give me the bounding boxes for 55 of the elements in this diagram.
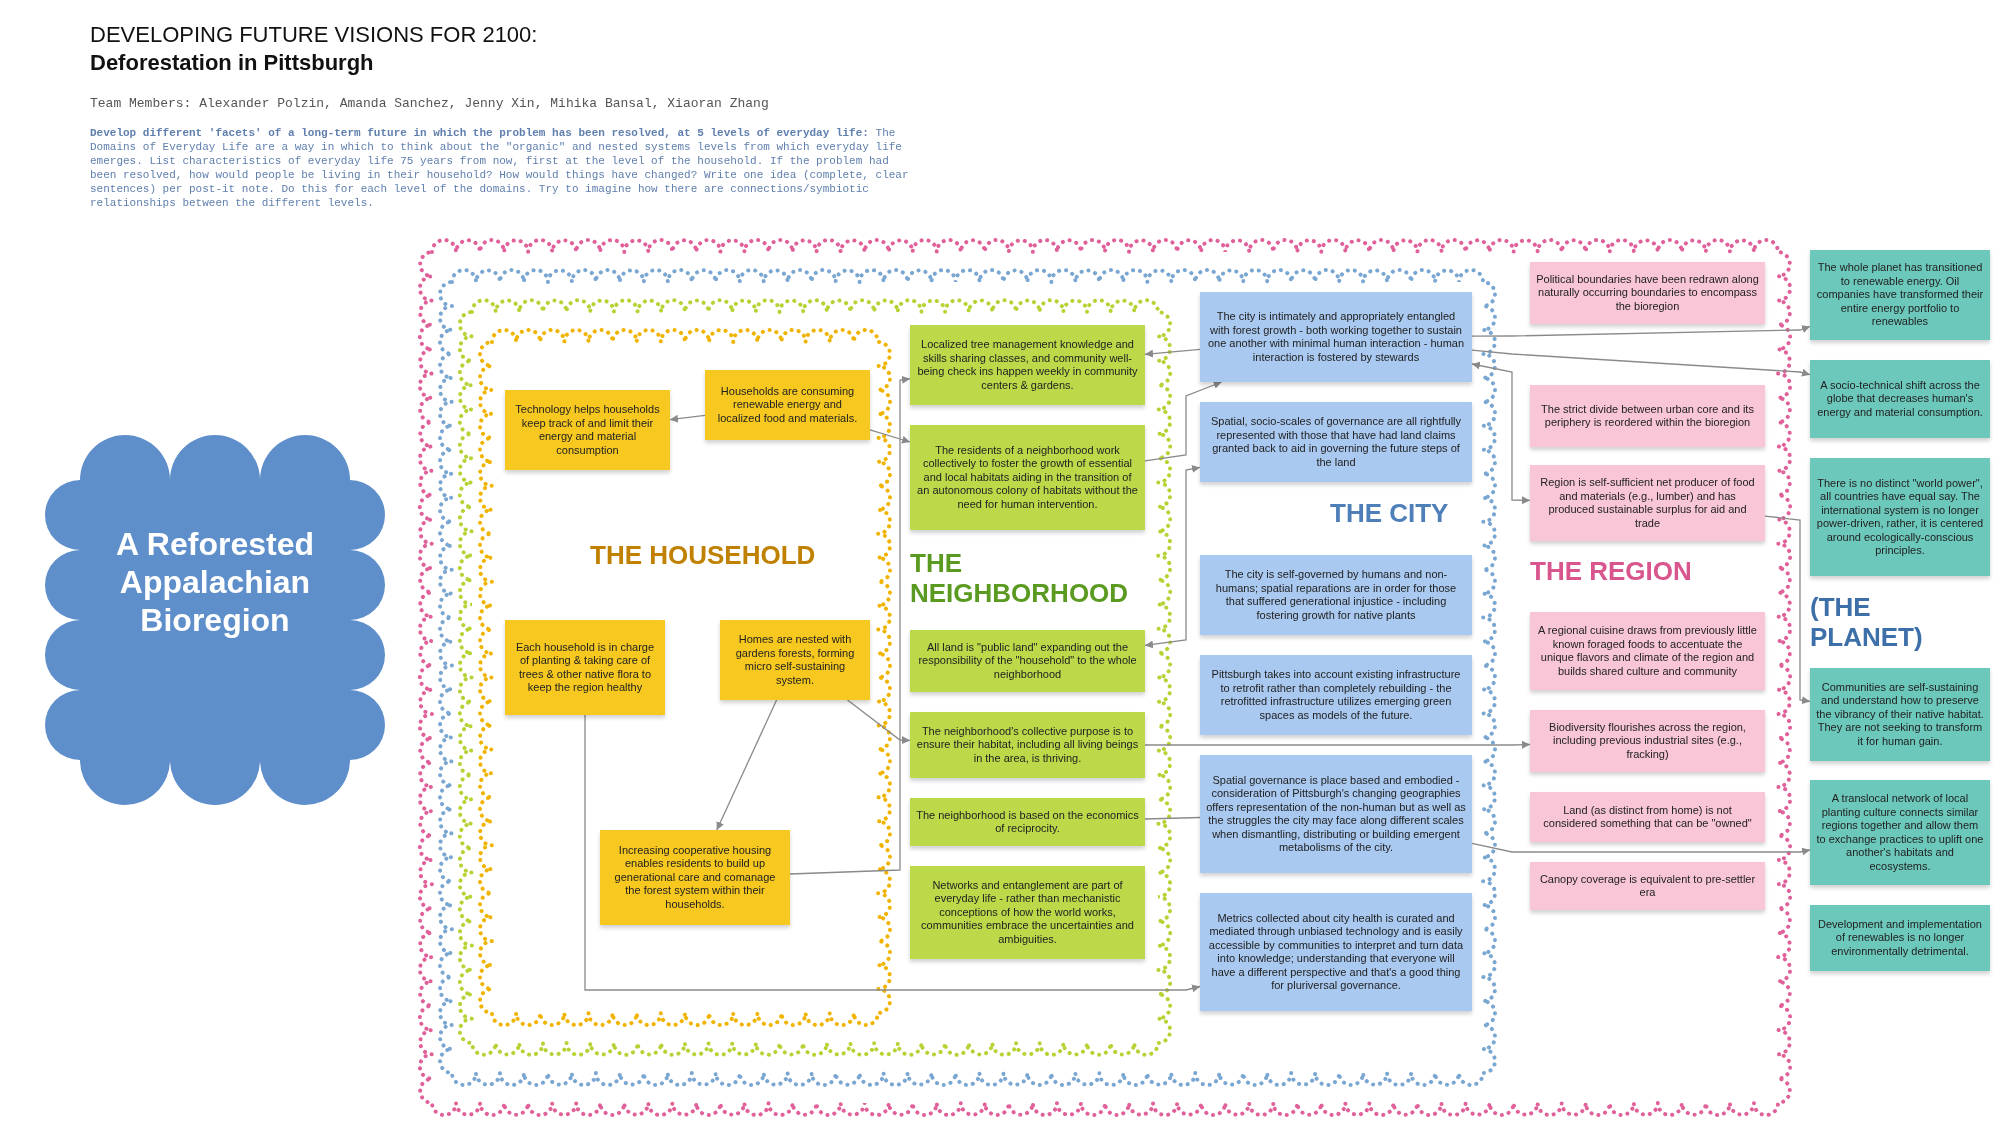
sticky-note: The city is intimately and appropriately entangled with forest growth - both working together to sustain one another with minimal human interaction - human interaction is fostered by stewards	[1200, 292, 1472, 382]
level-heading: THE REGION	[1530, 556, 1693, 586]
sticky-note: Biodiversity flourishes across the region, including previous industrial sites (e.g., fracking)	[1530, 710, 1765, 772]
sticky-note: Pittsburgh takes into account existing infrastructure to retrofit rather than completely rebuilding - the retrofitted infrastructure utilizes emerging green spaces as models of the future.	[1200, 655, 1472, 735]
arrow	[869, 429, 911, 444]
sticky-note: A regional cuisine draws from previously little known foraged foods to accentuate the unique flavors and climate of the region and builds shared culture and community	[1530, 612, 1765, 690]
arrow	[716, 699, 778, 831]
subtitle: Deforestation in Pittsburgh	[90, 50, 375, 76]
instructions-paragraph: Develop different 'facets' of a long-term future in which the problem has been resolved, at 5 levels of everyday life: The Domains of Everyday Life are a way in which to think about the "organic" and nested systems levels from which everyday life emerges. List characteristics of everyday life 75 years from now, first at the level of the household. If the problem had been resolved, how would people be living in their household? How would things have changed? Write one idea (complete, clear sentences) per post-it note. Do this for each level of the domains. Try to imagine how there are connections/symbiotic relationships between the different levels.	[90, 126, 910, 210]
arrow	[1471, 842, 1811, 856]
level-heading: THE HOUSEHOLD	[590, 540, 817, 570]
sticky-note: All land is "public land" expanding out the responsibility of the "household" to the whole neighborhood	[910, 630, 1145, 692]
arrow	[1144, 381, 1223, 462]
arrow	[669, 414, 706, 423]
sticky-note: A translocal network of local planting culture connects similar regions together and allow them to exchange practices to uplift one another's habitats and ecosystems.	[1810, 780, 1990, 885]
sticky-note: Communities are self-sustaining and understand how to preserve the vibrancy of their native habitat. They are not seeking to transform it for human gain.	[1810, 668, 1990, 761]
sticky-note: The residents of a neighborhood work collectively to foster the growth of essential and local habitats aiding in the transition of an autonomous colony of habitats without the need for human intervention.	[910, 425, 1145, 530]
sticky-note: Localized tree management knowledge and skills sharing classes, and community well-being check ins happen weekly in community centers & gardens.	[910, 325, 1145, 405]
sticky-note: Each household is in charge of planting & taking care of trees & other native flora to keep the region healthy	[505, 620, 665, 715]
sticky-note: Metrics collected about city health is curated and mediated through unbiased technology and is easily accessible by communities to interpret and turn data into knowledge; understanding that everyone will have a different perspective and that's a good thing for pluriversal governance.	[1200, 893, 1472, 1011]
level-heading: THE CITY	[1330, 498, 1450, 528]
sticky-note: Political boundaries have been redrawn along naturally occurring boundaries to encompass the bioregion	[1530, 262, 1765, 324]
arrow	[846, 699, 911, 745]
sticky-note: Networks and entanglement are part of everyday life - rather than mechanistic conceptions of how the world works, communities embrace the uncertainties and ambiguities.	[910, 866, 1145, 959]
sticky-note: A socio-technical shift across the globe that decreases human's energy and material consumption.	[1810, 360, 1990, 438]
arrow	[1764, 515, 1811, 705]
sticky-note: The strict divide between urban core and its periphery is reordered within the bioregion	[1530, 385, 1765, 447]
sticky-note: Spatial, socio-scales of governance are all rightfully represented with those that have had land claims granted back to aid in governing the future steps of the land	[1200, 402, 1472, 482]
arrow	[789, 375, 911, 875]
arrow	[1471, 325, 1811, 337]
sticky-note: Spatial governance is place based and embodied - consideration of Pittsburgh's changing geographies offers representation of the non-human but as well as the struggles the city may face along different scales when dismantling, distributing or building emergent metabolisms of the city.	[1200, 755, 1472, 873]
sticky-note: Region is self-sufficient net producer of food and materials (e.g., lumber) and has produced sustainable surplus for aid and trade	[1530, 465, 1765, 541]
sticky-note: There is no distinct "world power", all countries have equal say. The international system is no longer power-driven, rather, it is centered around ecologically-conscious principles.	[1810, 458, 1990, 576]
title: DEVELOPING FUTURE VISIONS FOR 2100:	[90, 22, 539, 48]
arrow	[1144, 464, 1201, 649]
sticky-note: Households are consuming renewable energy and localized food and materials.	[705, 370, 870, 440]
arrow	[1144, 740, 1531, 749]
arrow	[1471, 361, 1531, 505]
sticky-note: The city is self-governed by humans and non-humans; spatial reparations are in order for those that suffered generational injustice - including fostering growth for native plants	[1200, 555, 1472, 635]
sticky-note: The neighborhood's collective purpose is to ensure their habitat, including all living beings in the area, is thriving.	[910, 712, 1145, 778]
sticky-note: Development and implementation of renewables is no longer environmentally detrimental.	[1810, 905, 1990, 971]
sticky-note: Increasing cooperative housing enables residents to build up generational care and comanage the forest system within their households.	[600, 830, 790, 925]
sticky-note: Land (as distinct from home) is not considered something that can be "owned"	[1530, 792, 1765, 842]
level-heading: THE NEIGHBORHOOD	[910, 548, 1130, 608]
sticky-note: Canopy coverage is equivalent to pre-settler era	[1530, 862, 1765, 910]
team-members-text: Team Members: Alexander Polzin, Amanda Sanchez, Jenny Xin, Mihika Bansal, Xiaoran Zhang	[90, 96, 770, 111]
sticky-note: The neighborhood is based on the economics of reciprocity.	[910, 798, 1145, 846]
arrow	[584, 714, 1201, 993]
sticky-note: Technology helps households keep track of and limit their energy and material consumption	[505, 390, 670, 470]
arrow	[1471, 349, 1811, 377]
cloud-label: A Reforested Appalachian Bioregion	[115, 525, 315, 639]
sticky-note: Homes are nested with gardens forests, forming micro self-sustaining system.	[720, 620, 870, 700]
domain-heading: (THE PLANET)	[1810, 592, 1924, 652]
sticky-note: The whole planet has transitioned to renewable energy. Oil companies have transformed their entire energy portfolio to renewables	[1810, 250, 1990, 340]
arrow	[1144, 348, 1201, 358]
